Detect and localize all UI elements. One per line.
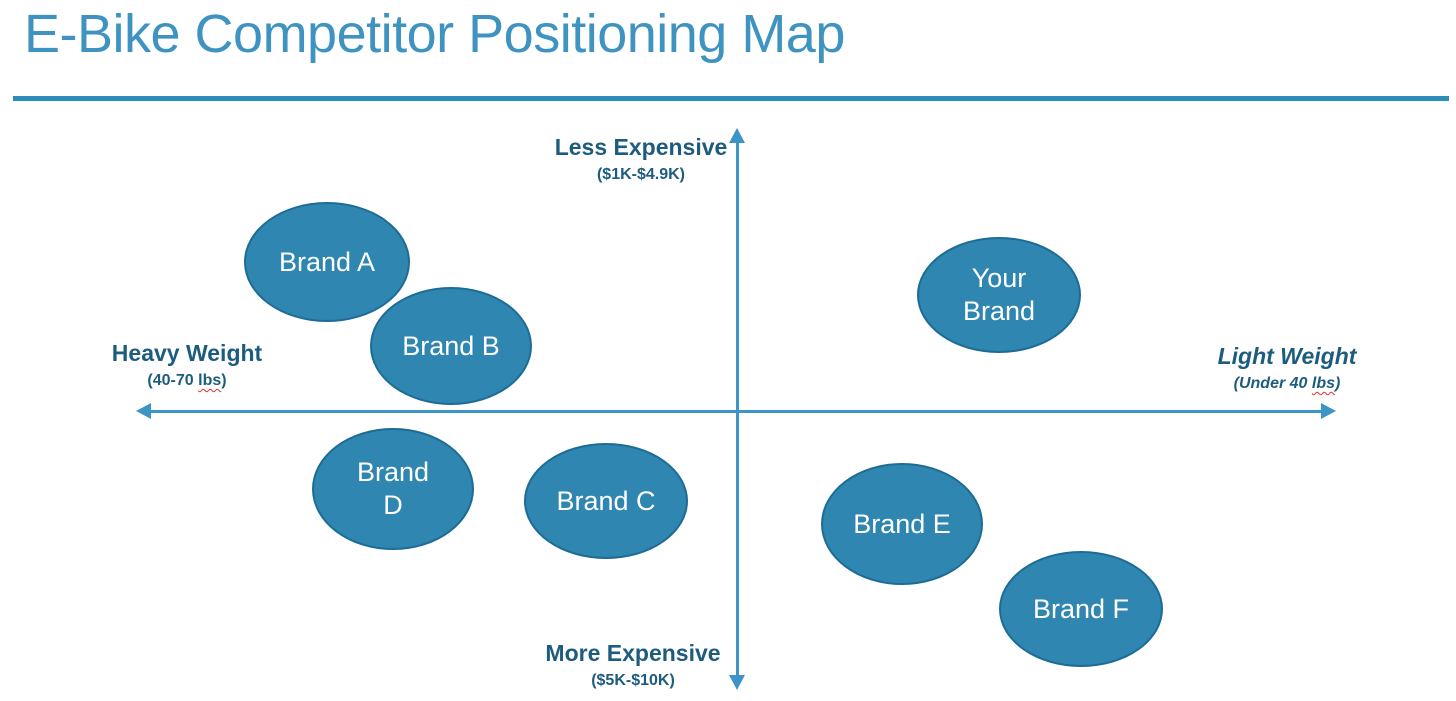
arrowhead-right-icon <box>1321 403 1336 419</box>
bubble-label: Brand A <box>278 246 376 277</box>
bubble-brand-b[interactable]: Brand B <box>370 287 532 405</box>
bubble-brand-f[interactable]: Brand F <box>999 551 1163 667</box>
arrowhead-down-icon <box>729 675 745 690</box>
horizontal-axis-line <box>150 410 1324 413</box>
bubble-brand-c[interactable]: Brand C <box>524 443 688 559</box>
bubble-label: D <box>383 490 403 520</box>
page-title: E-Bike Competitor Positioning Map <box>24 4 845 64</box>
axis-caption-less-expensive: Less Expensive ($1K-$4.9K) <box>555 133 728 188</box>
axis-label: Less Expensive <box>554 134 728 160</box>
arrowhead-up-icon <box>729 128 745 143</box>
axis-label: Heavy Weight <box>111 340 263 366</box>
bubble-label: Brand E <box>853 508 951 539</box>
axis-label: Light Weight <box>1217 343 1357 369</box>
spellcheck-squiggle-word: lbs <box>1311 375 1336 392</box>
bubble-brand-a[interactable]: Brand A <box>244 202 410 322</box>
bubble-label: Your <box>971 263 1027 293</box>
range-text: (40-70 <box>147 372 199 389</box>
bubble-label: Brand F <box>1032 593 1130 624</box>
bubble-label: Brand <box>356 457 430 487</box>
range-text: ) <box>221 372 227 389</box>
title-divider-rule <box>13 96 1449 101</box>
axis-range-label: ($5K-$10K) <box>591 672 675 689</box>
bubble-label: Brand C <box>556 485 656 516</box>
range-text: (Under 40 <box>1233 375 1312 392</box>
arrowhead-left-icon <box>136 403 151 419</box>
axis-range-label: (Under 40 lbs) <box>1218 370 1357 397</box>
bubble-brand-e[interactable]: Brand E <box>821 463 983 585</box>
axis-caption-heavy-weight: Heavy Weight (40-70 lbs) <box>112 339 262 394</box>
axis-caption-more-expensive: More Expensive ($5K-$10K) <box>545 639 720 694</box>
axis-range-label: ($1K-$4.9K) <box>596 166 686 183</box>
axis-range-label: (40-70 lbs) <box>112 367 262 394</box>
bubble-label: Brand B <box>402 330 500 361</box>
vertical-axis-line <box>736 141 739 677</box>
range-text: ) <box>1335 375 1341 392</box>
axis-caption-light-weight: Light Weight (Under 40 lbs) <box>1218 342 1357 397</box>
bubble-label: Brand <box>962 296 1036 326</box>
axis-label: More Expensive <box>545 640 721 666</box>
spellcheck-squiggle-word: lbs <box>198 372 222 389</box>
